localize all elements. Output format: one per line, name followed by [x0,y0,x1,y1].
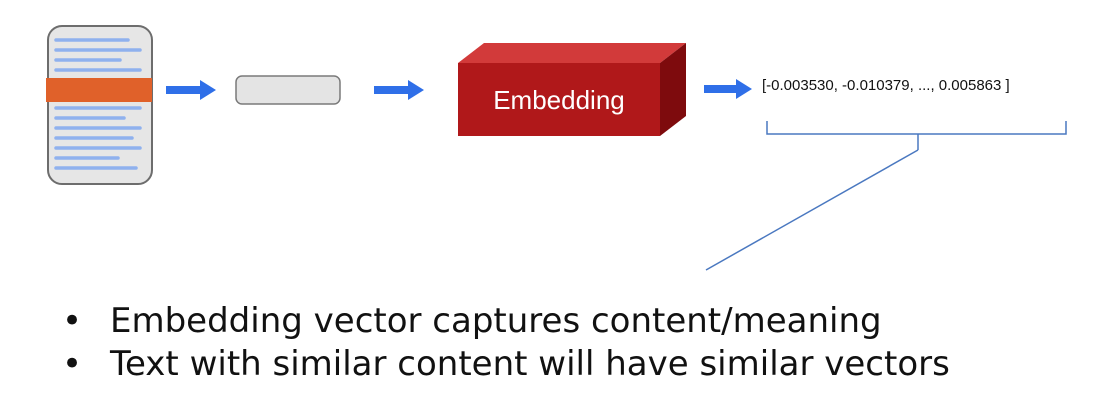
document-icon [46,25,153,185]
embedding-label: Embedding [493,85,625,115]
bullet-item: Text with similar content will have simi… [62,343,950,386]
bullet-list: Embedding vector captures content/meanin… [62,300,950,386]
bullet-item: Embedding vector captures content/meanin… [62,300,950,343]
arrow-icon [704,79,752,99]
arrow-icon [166,80,216,100]
pipeline-diagram: Embedding [46,25,1067,271]
embedding-model-box: Embedding [458,43,686,136]
arrow-icon [374,80,424,100]
vector-bracket [705,121,1067,271]
highlighted-chunk [46,78,152,102]
text-chunk-box [235,75,341,105]
embedding-vector-text: [-0.003530, -0.010379, ..., 0.005863 ] [762,77,1010,94]
